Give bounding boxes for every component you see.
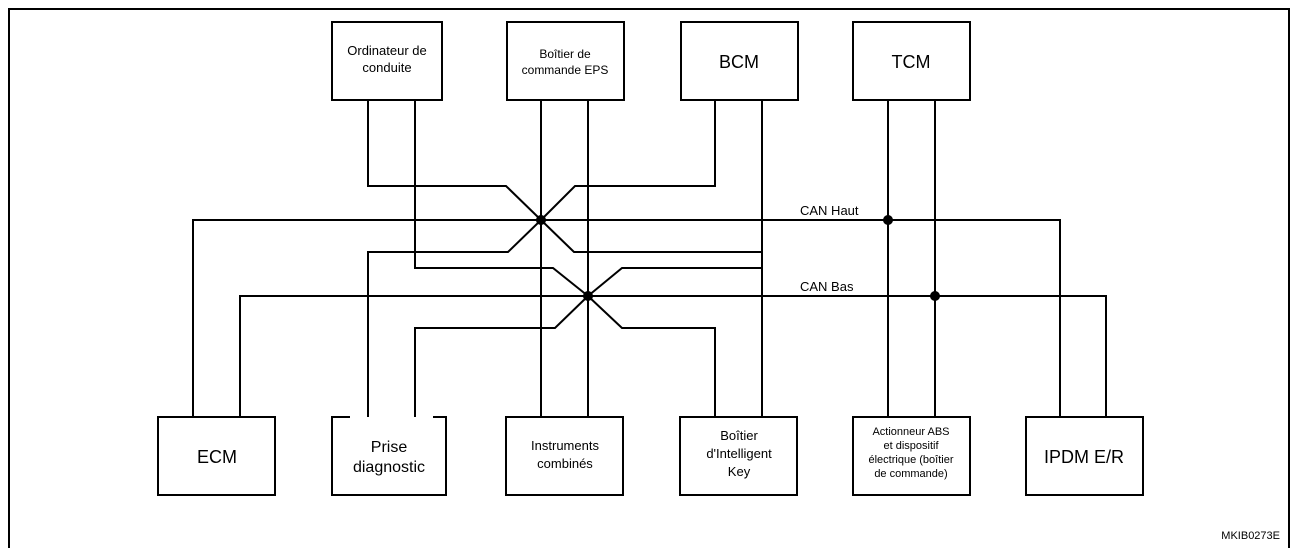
can-low-label: CAN Bas xyxy=(800,279,854,294)
instruments-label-1: Instruments xyxy=(531,438,599,453)
ikey-high-wire xyxy=(540,219,763,417)
can-high-line xyxy=(192,219,1061,417)
can-high-label: CAN Haut xyxy=(800,203,859,218)
module-intelligent-key: Boîtier d'Intelligent Key xyxy=(679,416,798,496)
driving-computer-label-2: conduite xyxy=(362,60,411,75)
eps-unit-label-1: Boîtier de xyxy=(539,47,591,61)
ipdm-label: IPDM E/R xyxy=(1044,447,1124,467)
junctions xyxy=(536,215,940,301)
bcm-high-wire xyxy=(540,100,716,221)
tcm-label: TCM xyxy=(892,52,931,72)
abs-actuator-label-4: de commande) xyxy=(874,468,947,480)
module-ecm: ECM xyxy=(157,416,276,496)
module-driving-computer: Ordinateur de conduite xyxy=(331,21,443,101)
instruments-label-2: combinés xyxy=(537,456,593,471)
can-low-line xyxy=(239,295,1107,417)
junction-low-center xyxy=(583,291,593,301)
diag-socket-label-1: Prise xyxy=(371,439,408,456)
ikey-low-wire xyxy=(587,295,716,417)
abs-actuator-label-2: et dispositif xyxy=(883,440,939,452)
driving-computer-low-wire xyxy=(414,100,589,297)
driving-computer-high-wire xyxy=(367,100,542,221)
eps-unit-label-2: commande EPS xyxy=(522,63,609,77)
reference-code: MKIB0273E xyxy=(1221,530,1280,542)
abs-actuator-label-3: électrique (boîtier xyxy=(869,454,954,466)
wiring xyxy=(192,100,1107,417)
driving-computer-label-1: Ordinateur de xyxy=(347,43,427,58)
module-tcm: TCM xyxy=(852,21,971,101)
module-abs-actuator: Actionneur ABS et dispositif électrique … xyxy=(852,416,971,496)
bcm-low-wire xyxy=(587,100,763,297)
junction-high-center xyxy=(536,215,546,225)
intelligent-key-label-2: d'Intelligent xyxy=(706,446,772,461)
junction-high-tcm xyxy=(883,215,893,225)
diagram-frame xyxy=(8,8,1290,548)
junction-low-tcm xyxy=(930,291,940,301)
module-diag-socket: Prise diagnostic xyxy=(331,416,447,496)
diag-socket-label-2: diagnostic xyxy=(353,459,425,476)
intelligent-key-label-3: Key xyxy=(728,464,751,479)
intelligent-key-label-1: Boîtier xyxy=(720,428,758,443)
module-eps-unit: Boîtier de commande EPS xyxy=(506,21,625,101)
diag-high-wire xyxy=(367,219,542,417)
module-ipdm: IPDM E/R xyxy=(1025,416,1144,496)
abs-actuator-label-1: Actionneur ABS xyxy=(872,426,949,438)
module-bcm: BCM xyxy=(680,21,799,101)
ecm-label: ECM xyxy=(197,447,237,467)
diag-low-wire xyxy=(414,295,589,417)
bcm-label: BCM xyxy=(719,52,759,72)
module-instruments: Instruments combinés xyxy=(505,416,624,496)
